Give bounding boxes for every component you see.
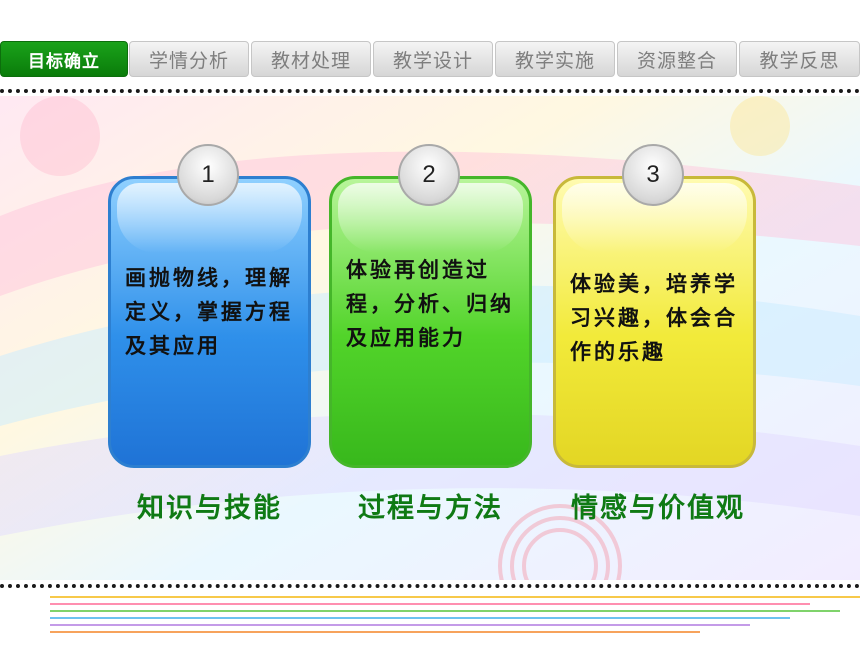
goal-card-text: 体验再创造过程，分析、归纳及应用能力	[346, 257, 514, 350]
goal-card-text: 体验美，培养学习兴趣，体会合作的乐趣	[570, 271, 738, 364]
decor-stripe	[50, 631, 700, 633]
decor-stripe	[50, 596, 860, 598]
tab-bar: 目标确立 学情分析 教材处理 教学设计 教学实施 资源整合 教学反思	[0, 41, 860, 77]
category-label-2: 过程与方法	[358, 493, 503, 524]
tab-student-analysis[interactable]: 学情分析	[129, 41, 249, 77]
decor-stripe	[50, 610, 840, 612]
tab-material-processing[interactable]: 教材处理	[251, 41, 371, 77]
decor-stripe	[50, 617, 790, 619]
goal-card-3: 体验美，培养学习兴趣，体会合作的乐趣	[553, 176, 756, 468]
tab-resource-integration[interactable]: 资源整合	[617, 41, 737, 77]
decor-stripe	[50, 603, 810, 605]
goal-card-1: 画抛物线，理解定义，掌握方程及其应用	[108, 176, 311, 468]
number-badge-2: 2	[398, 144, 460, 206]
bottom-divider	[0, 584, 860, 588]
number-badge-1: 1	[177, 144, 239, 206]
decor-stripe	[50, 624, 750, 626]
category-label-1: 知识与技能	[137, 493, 282, 524]
goal-card-2: 体验再创造过程，分析、归纳及应用能力	[329, 176, 532, 468]
tab-goals[interactable]: 目标确立	[0, 41, 128, 77]
goal-card-text: 画抛物线，理解定义，掌握方程及其应用	[125, 265, 293, 358]
tab-teaching-reflection[interactable]: 教学反思	[739, 41, 860, 77]
tab-teaching-implementation[interactable]: 教学实施	[495, 41, 615, 77]
category-label-3: 情感与价值观	[571, 493, 745, 524]
top-divider	[0, 89, 860, 93]
tab-teaching-design[interactable]: 教学设计	[373, 41, 493, 77]
number-badge-3: 3	[622, 144, 684, 206]
